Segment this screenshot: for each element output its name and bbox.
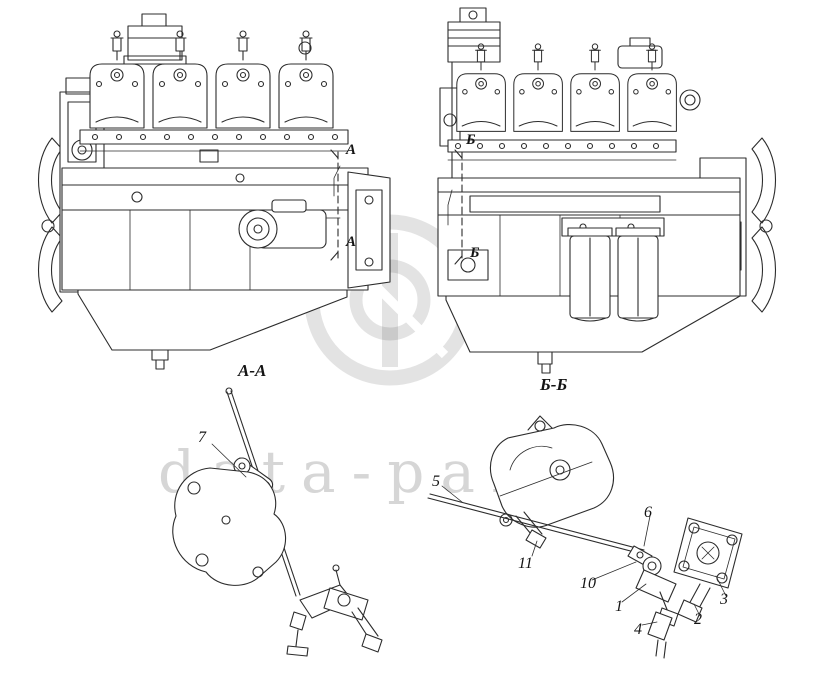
callout-6: 6: [644, 504, 652, 521]
view-label-b-b: Б-Б: [540, 375, 568, 394]
callout-4: 4: [634, 621, 642, 638]
engine-right-drawing: [437, 7, 777, 374]
callout-2: 2: [694, 611, 702, 628]
section-marker-a-bottom: А: [346, 234, 357, 250]
view-label-a-a: А-А: [238, 361, 267, 380]
callout-11: 11: [518, 555, 533, 572]
callout-3: 3: [720, 591, 728, 608]
section-marker-b-top: Б: [466, 132, 476, 148]
callout-1: 1: [615, 598, 623, 615]
section-b-b-detail-drawing: [427, 415, 743, 659]
callout-5: 5: [432, 473, 440, 490]
section-marker-a-top: А: [346, 142, 357, 158]
engine-left-drawing: [37, 13, 391, 370]
callout-10: 10: [580, 575, 596, 592]
section-marker-b-bottom: Б: [470, 245, 480, 261]
callout-7: 7: [198, 429, 206, 446]
section-a-a-detail-drawing: [172, 387, 383, 657]
